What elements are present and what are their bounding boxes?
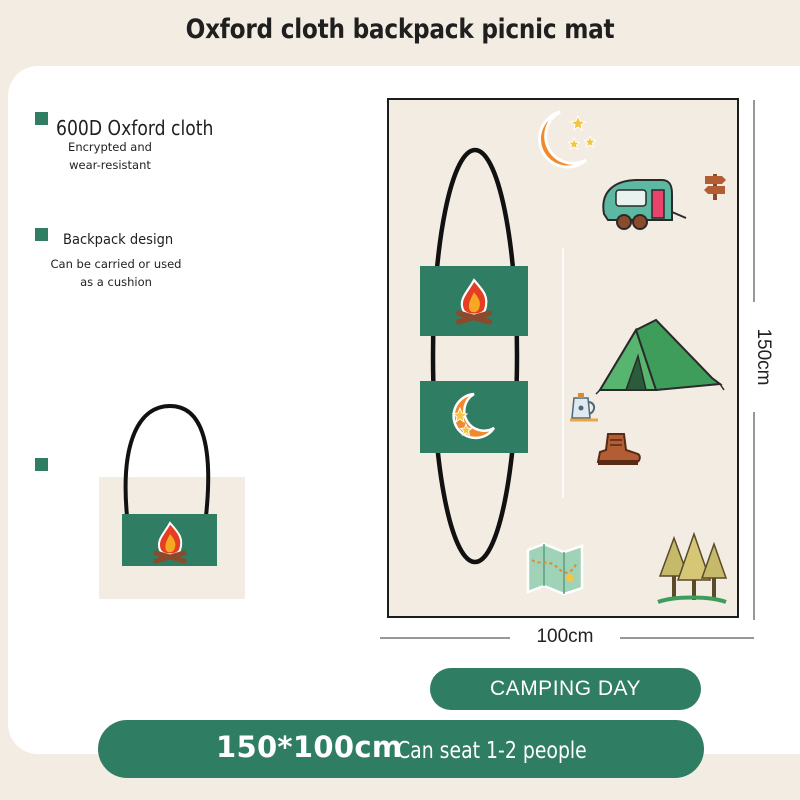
page-title: Oxford cloth backpack picnic mat xyxy=(185,14,615,45)
moon-stars-icon xyxy=(451,392,496,440)
moon-stars-icon xyxy=(538,110,597,169)
pine-trees-icon xyxy=(657,531,728,604)
camper-van-icon xyxy=(602,179,687,230)
mat-panel-bottom xyxy=(420,381,528,453)
boot-icon xyxy=(596,433,641,465)
teapot-icon xyxy=(570,393,598,422)
size-badge xyxy=(98,720,704,778)
feature-desc-backpack: Can be carried or used as a cushion xyxy=(46,255,186,291)
capacity-label: Can seat 1-2 people xyxy=(397,738,587,764)
feature-desc-line: wear-resistant xyxy=(69,158,151,172)
feature-desc-line: Can be carried or used xyxy=(50,257,182,271)
feature-bullet xyxy=(35,458,48,471)
campfire-icon xyxy=(455,278,493,325)
tent-icon xyxy=(595,318,725,395)
width-dimension-label: 100cm xyxy=(510,626,620,648)
feature-bullet xyxy=(35,112,48,125)
feature-desc-oxford: Encrypted and wear-resistant xyxy=(50,138,170,174)
campfire-icon xyxy=(153,521,187,564)
feature-desc-line: Encrypted and xyxy=(68,140,152,154)
feature-title-oxford: 600D Oxford cloth xyxy=(56,116,214,140)
feature-bullet xyxy=(35,228,48,241)
camping-day-badge: CAMPING DAY xyxy=(430,668,701,710)
map-icon xyxy=(526,542,584,596)
feature-desc-line: as a cushion xyxy=(80,275,152,289)
size-label: 150*100cm xyxy=(216,730,403,764)
signpost-icon xyxy=(704,174,726,200)
feature-title-backpack: Backpack design xyxy=(63,232,174,248)
